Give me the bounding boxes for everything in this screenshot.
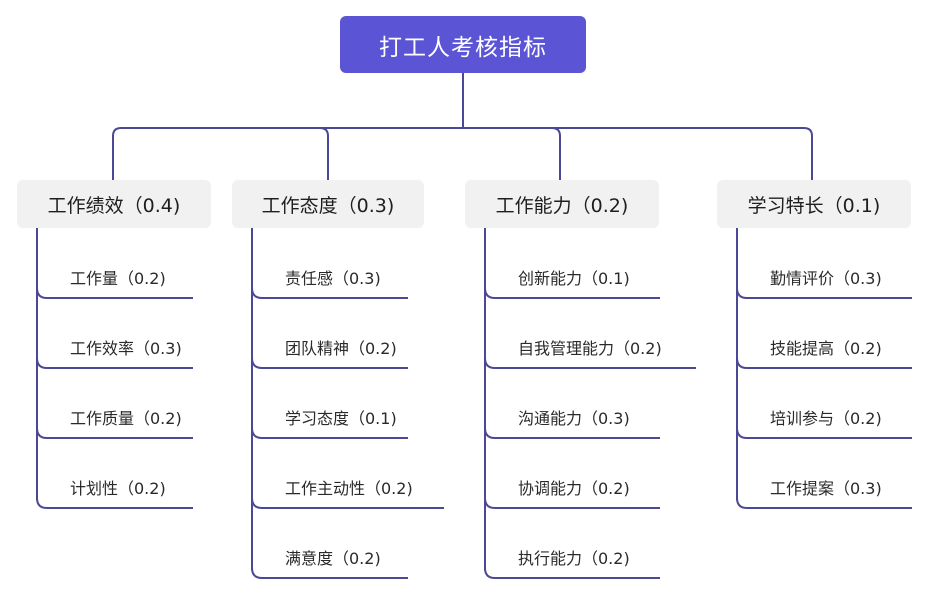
leaf-node[interactable]: 责任感（0.3) bbox=[285, 269, 381, 288]
branch-node[interactable]: 工作绩效（0.4) bbox=[17, 180, 211, 228]
leaf-node[interactable]: 协调能力（0.2) bbox=[518, 479, 630, 498]
leaf-connector-line bbox=[736, 427, 912, 439]
leaf-connector-line bbox=[251, 427, 408, 439]
leaf-node[interactable]: 工作量（0.2) bbox=[70, 269, 166, 288]
leaf-node[interactable]: 计划性（0.2) bbox=[70, 479, 166, 498]
leaf-node[interactable]: 自我管理能力（0.2) bbox=[518, 339, 662, 358]
root-node[interactable]: 打工人考核指标 bbox=[340, 16, 586, 73]
leaf-node[interactable]: 满意度（0.2) bbox=[285, 549, 381, 568]
leaf-connector-line bbox=[251, 497, 444, 509]
branch-bus-line bbox=[112, 127, 813, 180]
leaf-connector-line bbox=[251, 567, 408, 579]
leaf-connector-line bbox=[484, 567, 660, 579]
leaf-connector-line bbox=[36, 287, 193, 299]
leaf-node[interactable]: 执行能力（0.2) bbox=[518, 549, 630, 568]
branch-drop-line bbox=[319, 127, 329, 180]
leaf-node[interactable]: 创新能力（0.1) bbox=[518, 269, 630, 288]
leaf-connector-line bbox=[484, 497, 660, 509]
leaf-node[interactable]: 沟通能力（0.3) bbox=[518, 409, 630, 428]
leaf-node[interactable]: 工作提案（0.3) bbox=[770, 479, 882, 498]
branch-node[interactable]: 学习特长（0.1) bbox=[717, 180, 911, 228]
leaf-connector-line bbox=[736, 287, 912, 299]
leaf-connector-line bbox=[736, 497, 912, 509]
leaf-connector-line bbox=[736, 357, 912, 369]
leaf-connector-line bbox=[484, 287, 660, 299]
leaf-connector-line bbox=[36, 357, 193, 369]
leaf-node[interactable]: 工作质量（0.2) bbox=[70, 409, 182, 428]
leaf-connector-line bbox=[251, 357, 408, 369]
branch-drop-line bbox=[551, 127, 561, 180]
leaf-connector-line bbox=[484, 427, 660, 439]
branch-node[interactable]: 工作能力（0.2) bbox=[465, 180, 659, 228]
branch-node[interactable]: 工作态度（0.3) bbox=[232, 180, 424, 228]
leaf-connector-line bbox=[251, 287, 408, 299]
leaf-node[interactable]: 工作主动性（0.2) bbox=[285, 479, 413, 498]
leaf-node[interactable]: 工作效率（0.3) bbox=[70, 339, 182, 358]
leaf-node[interactable]: 学习态度（0.1) bbox=[285, 409, 397, 428]
leaf-node[interactable]: 勤情评价（0.3) bbox=[770, 269, 882, 288]
leaf-node[interactable]: 培训参与（0.2) bbox=[770, 409, 882, 428]
leaf-connector-line bbox=[36, 427, 193, 439]
leaf-node[interactable]: 团队精神（0.2) bbox=[285, 339, 397, 358]
leaf-node[interactable]: 技能提高（0.2) bbox=[770, 339, 882, 358]
leaf-connector-line bbox=[36, 497, 193, 509]
leaf-connector-line bbox=[484, 357, 696, 369]
